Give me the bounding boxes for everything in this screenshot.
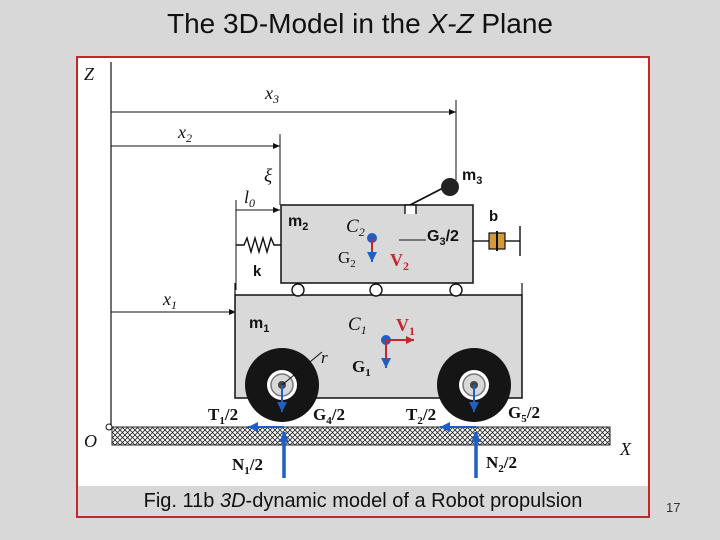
x3-label: x3 <box>264 83 279 106</box>
g3-label: G3/2 <box>427 228 459 248</box>
figure-caption: Fig. 11b 3D-dynamic model of a Robot pro… <box>78 486 648 516</box>
m2-label: m2 <box>288 213 308 233</box>
roller-2 <box>369 283 383 297</box>
pendulum-holder <box>404 204 417 214</box>
r-label: r <box>321 348 328 367</box>
c2-label: C2 <box>346 216 365 239</box>
roller-3 <box>449 283 463 297</box>
k-label: k <box>253 263 262 280</box>
g4-label: G4/2 <box>313 405 345 427</box>
caption-emph: 3D <box>219 490 246 512</box>
v1-label: V1 <box>396 315 415 338</box>
t2-label: T2/2 <box>406 405 436 427</box>
title-suffix: Plane <box>473 8 553 39</box>
caption-rest: -dynamic model of a Robot propulsion <box>245 490 583 512</box>
spring-k <box>236 235 281 255</box>
pendulum-rod <box>409 185 448 206</box>
l0-label: l0 <box>244 187 255 210</box>
n2-label: N2/2 <box>486 453 517 475</box>
roller-1 <box>291 283 305 297</box>
xi-label: ξ <box>264 166 273 187</box>
origin-point <box>105 423 113 431</box>
m1-label: m1 <box>249 315 269 335</box>
z-axis-label: Z <box>84 64 95 84</box>
n1-label: N1/2 <box>232 455 263 477</box>
body-m2 <box>280 204 474 284</box>
caption-fig: Fig. 11b <box>143 490 220 512</box>
g5-label: G5/2 <box>508 403 540 425</box>
page-number: 17 <box>666 500 681 515</box>
x-axis-label: X <box>619 439 632 459</box>
origin-label: O <box>84 431 97 451</box>
b-label: b <box>489 208 498 225</box>
title-plane: X-Z <box>428 8 474 39</box>
x2-label: x2 <box>177 122 192 145</box>
m3-label: m3 <box>462 167 482 187</box>
v2-label: V2 <box>390 250 409 273</box>
g1-label: G1 <box>352 357 371 379</box>
pendulum-mass <box>441 178 459 196</box>
c1-label: C1 <box>348 314 367 337</box>
title-prefix: The 3D-Model in the <box>167 8 429 39</box>
g2-label: G2 <box>338 248 356 270</box>
x1-label: x1 <box>162 289 177 312</box>
slide-title: The 3D-Model in the X-Z Plane <box>0 8 720 40</box>
ground-hatch <box>111 426 611 446</box>
t1-label: T1/2 <box>208 405 238 427</box>
